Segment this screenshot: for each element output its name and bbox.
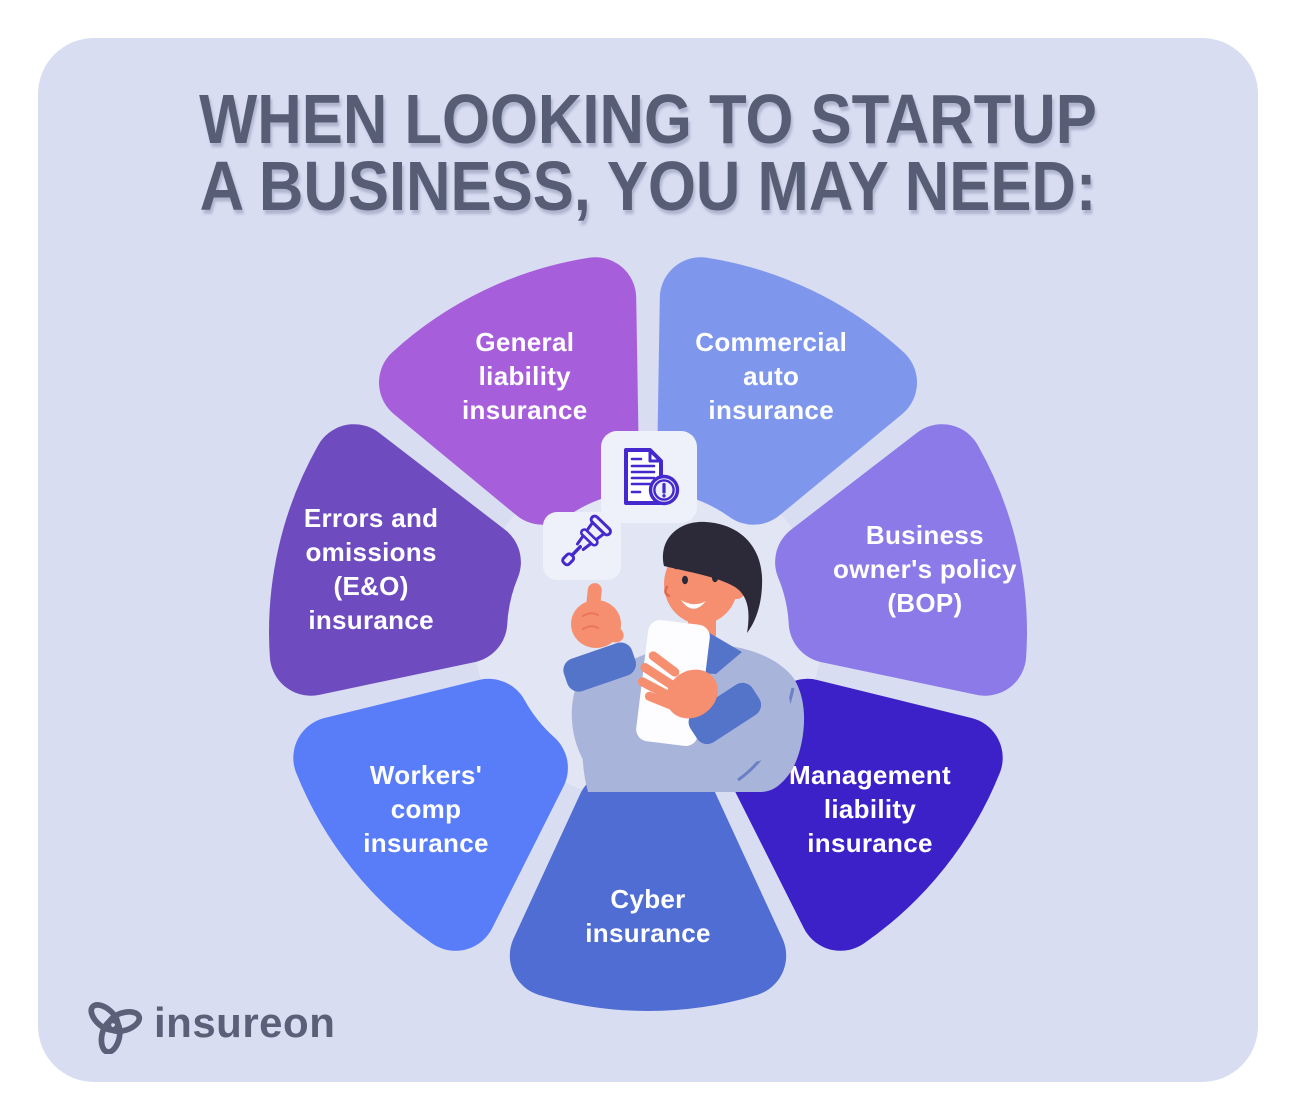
petal-workers-comp <box>293 678 568 951</box>
petal-commercial-auto <box>657 257 917 525</box>
insureon-logo-text: insureon <box>154 999 336 1046</box>
insurance-policy-document-alert-icon <box>624 448 680 506</box>
petal-ring <box>269 257 1027 1011</box>
petal-general-liability <box>379 257 639 525</box>
page-title: WHEN LOOKING TO STARTUP A BUSINESS, YOU … <box>78 80 1218 225</box>
crutch-icon <box>561 514 612 567</box>
petal-business-owners-policy <box>775 424 1027 696</box>
insureon-logo: insureon <box>82 992 335 1054</box>
crutch-icon-card <box>543 512 621 580</box>
insureon-logo-mark <box>88 1002 143 1054</box>
title-line-1: WHEN LOOKING TO STARTUP <box>199 80 1097 158</box>
petal-cyber <box>509 770 787 1011</box>
title-line-2: A BUSINESS, YOU MAY NEED: <box>199 147 1097 225</box>
petal-errors-omissions <box>269 424 521 696</box>
person-illustration <box>563 521 805 792</box>
document-icon-card <box>601 431 697 523</box>
